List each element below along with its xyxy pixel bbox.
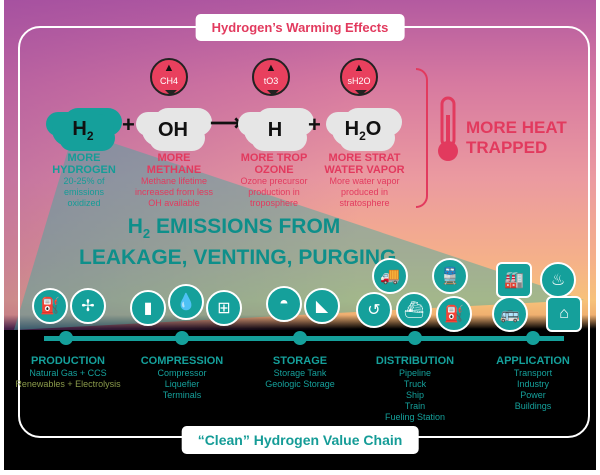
storage-tank-icon: ◓: [266, 286, 302, 322]
ship-icon: ⛴: [396, 292, 432, 328]
droplet-icon: 💧: [168, 284, 204, 320]
stage-dot: [408, 331, 422, 345]
bus-icon: 🚌: [492, 296, 528, 332]
power-plant-icon: ♨: [540, 262, 576, 298]
stage-dot: [526, 331, 540, 345]
network-icon: ⊞: [206, 290, 242, 326]
infographic: Hydrogen’s Warming Effects H2 + OH ⟶ H +…: [4, 0, 596, 470]
fueling-station-icon: ⛽: [436, 296, 472, 332]
thermometer-icon: [438, 96, 458, 161]
geologic-storage-icon: ◣: [304, 288, 340, 324]
building-icon: ⌂: [546, 296, 582, 332]
heat-trapped: MORE HEAT TRAPPED: [434, 95, 584, 170]
oil-pump-icon: ⛽: [32, 288, 68, 324]
reaction-arrow: ⟶: [210, 110, 242, 135]
plus-sign: +: [308, 112, 321, 137]
h-cloud: H: [244, 110, 306, 150]
pipeline-icon: ↺: [356, 292, 392, 328]
methane-pin-icon: ▲CH4: [150, 58, 188, 96]
value-chain-title: “Clean” Hydrogen Value Chain: [181, 426, 419, 454]
ozone-pin-icon: ▲tO3: [252, 58, 290, 96]
stage-dot: [293, 331, 307, 345]
plus-sign: +: [122, 112, 135, 137]
brace: [416, 68, 428, 208]
warming-effects-title: Hydrogen’s Warming Effects: [195, 14, 405, 41]
h2-cloud: H2: [52, 110, 114, 150]
oh-cloud: OH: [142, 110, 204, 150]
factory-icon: 🏭: [496, 262, 532, 298]
wind-turbine-icon: ✢: [70, 288, 106, 324]
stage-dot: [59, 331, 73, 345]
gas-cylinder-icon: ▮: [130, 290, 166, 326]
h2o-cloud: H2O: [332, 110, 394, 150]
truck-icon: 🚚: [372, 258, 408, 294]
stage-dot: [175, 331, 189, 345]
water-vapor-pin-icon: ▲sH2O: [340, 58, 378, 96]
train-icon: 🚆: [432, 258, 468, 294]
